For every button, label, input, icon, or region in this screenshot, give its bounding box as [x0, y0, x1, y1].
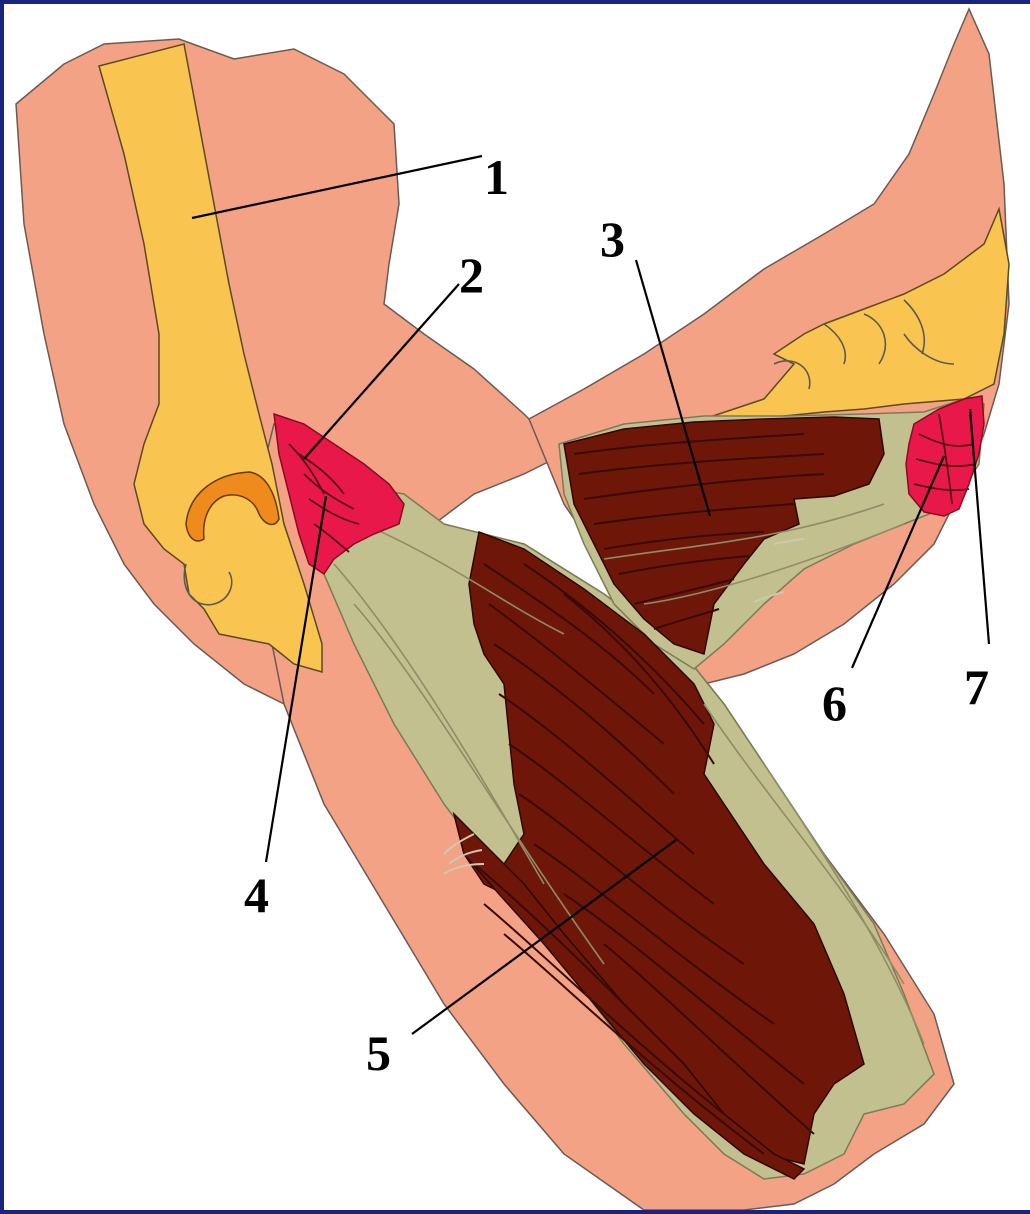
- label-6: 6: [822, 675, 847, 731]
- label-7: 7: [964, 659, 989, 715]
- label-3: 3: [600, 211, 625, 267]
- label-2: 2: [459, 247, 484, 303]
- anatomy-diagram: 1 2 3 4 5 6 7: [4, 4, 1030, 1210]
- label-4: 4: [244, 867, 269, 923]
- label-1: 1: [484, 149, 509, 205]
- label-5: 5: [366, 1025, 391, 1081]
